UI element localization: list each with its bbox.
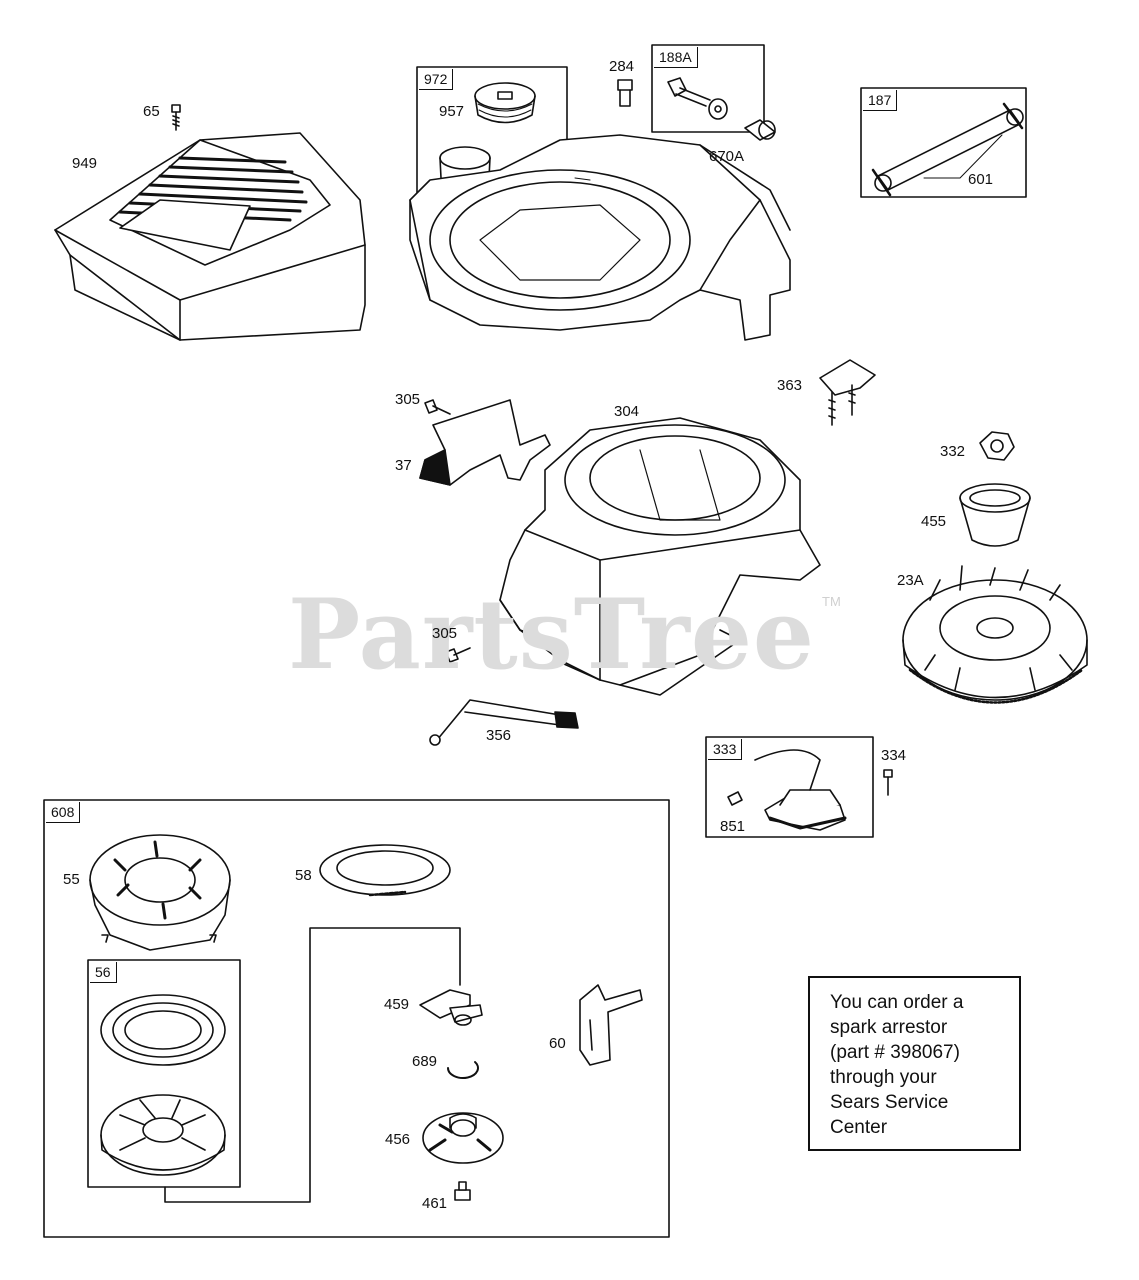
group-box-333 — [705, 736, 874, 838]
leader-line — [574, 177, 591, 181]
group-box-188a — [651, 44, 765, 133]
group-label-56: 56 — [90, 962, 117, 983]
callout-957: 957 — [439, 103, 465, 120]
part-60-handle — [579, 984, 643, 1066]
part-37-baffle — [419, 399, 551, 486]
callout-60: 60 — [549, 1035, 566, 1052]
part-284-pin — [617, 79, 633, 107]
callout-305-lower: 305 — [432, 625, 458, 642]
part-455-cup — [959, 483, 1031, 547]
callout-363: 363 — [777, 377, 803, 394]
note-line: Sears Service — [830, 1092, 949, 1113]
connector-line — [164, 927, 461, 1203]
part-356-ground-wire — [429, 699, 579, 746]
callout-37: 37 — [395, 457, 412, 474]
callout-304: 304 — [614, 403, 640, 420]
part-56-pulley — [100, 994, 226, 1176]
callout-851: 851 — [720, 818, 746, 835]
callout-332: 332 — [940, 443, 966, 460]
part-689-retainer-ring — [447, 1061, 479, 1079]
callout-459: 459 — [384, 996, 410, 1013]
part-461-screw — [454, 1181, 471, 1201]
note-line: through your — [830, 1067, 937, 1088]
watermark-brand: PartsTree — [288, 578, 815, 691]
callout-55: 55 — [63, 871, 80, 888]
leader-line — [923, 134, 1003, 179]
part-332-nut — [979, 431, 1015, 461]
group-label-187: 187 — [863, 90, 898, 111]
callout-356: 356 — [486, 727, 512, 744]
callout-601: 601 — [968, 171, 994, 188]
part-333-armature — [727, 749, 847, 831]
spark-arrestor-note: You can order a spark arrestor (part # 3… — [808, 976, 1021, 1151]
part-334-screw — [883, 769, 893, 796]
group-box-608 — [43, 799, 670, 1238]
callout-65: 65 — [143, 103, 160, 120]
part-305-screw-lower — [445, 647, 471, 663]
watermark-tm: TM — [822, 594, 841, 609]
note-line: Center — [830, 1117, 888, 1138]
group-box-56 — [87, 959, 241, 1188]
part-187-breather-tube — [871, 102, 1024, 197]
callout-284: 284 — [609, 58, 635, 75]
part-65-screw — [171, 104, 181, 131]
part-304-blower-housing — [499, 417, 821, 696]
callout-305-upper: 305 — [395, 391, 421, 408]
group-label-188a: 188A — [654, 47, 698, 68]
part-23a-flywheel — [902, 565, 1088, 704]
group-box-187 — [860, 87, 1027, 198]
group-label-972: 972 — [419, 69, 454, 90]
callout-689: 689 — [412, 1053, 438, 1070]
callout-949: 949 — [72, 155, 98, 172]
part-188a-bolt — [667, 77, 728, 120]
part-305-screw-upper — [424, 399, 451, 415]
callout-58: 58 — [295, 867, 312, 884]
callout-334: 334 — [881, 747, 907, 764]
part-949-cover — [54, 132, 366, 341]
note-line: You can order a — [830, 992, 964, 1013]
part-972-fuel-tank — [409, 134, 791, 341]
callout-456: 456 — [385, 1131, 411, 1148]
part-363-bracket — [819, 359, 876, 426]
note-line: (part # 398067) — [830, 1042, 960, 1063]
part-957-fuel-cap — [474, 82, 536, 124]
callout-455: 455 — [921, 513, 947, 530]
callout-461: 461 — [422, 1195, 448, 1212]
part-670a-bushing — [744, 119, 776, 141]
note-line: spark arrestor — [830, 1017, 948, 1038]
group-label-608: 608 — [46, 802, 81, 823]
part-456-cam — [422, 1112, 504, 1164]
group-label-333: 333 — [708, 739, 743, 760]
part-55-starter-housing — [89, 834, 231, 951]
callout-670a: 670A — [709, 148, 745, 165]
part-459-pawl — [419, 989, 483, 1026]
part-58-rope — [319, 844, 451, 897]
callout-23a: 23A — [897, 572, 924, 589]
